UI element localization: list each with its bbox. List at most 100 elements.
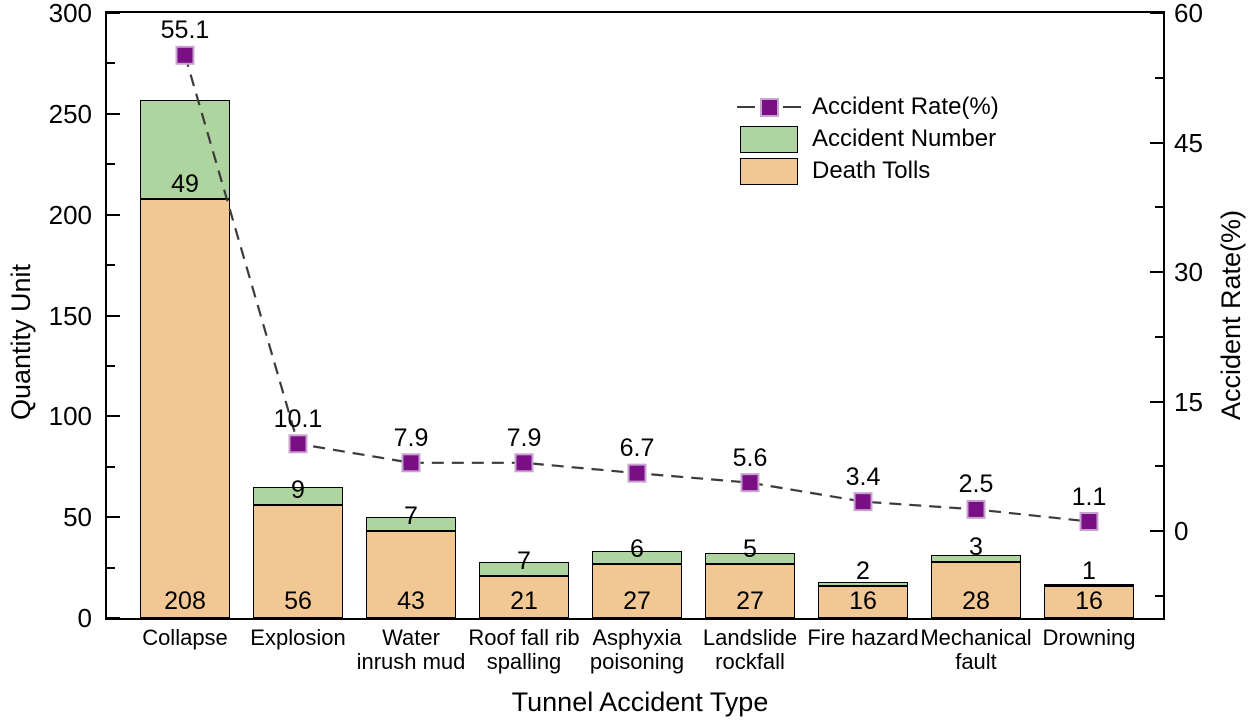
- left-minor-tick: [107, 465, 115, 468]
- right-major-tick: [1150, 271, 1163, 273]
- accident-number-swatch: [740, 125, 798, 153]
- right-minor-tick: [1155, 206, 1163, 209]
- accident-number-value: 6: [630, 534, 644, 563]
- green-patch-icon: [737, 125, 801, 153]
- left-tick-label: 100: [48, 401, 92, 432]
- x-category-label: Collapse: [142, 625, 228, 650]
- right-major-tick: [1150, 400, 1163, 403]
- accident-number-value: 2: [856, 556, 870, 585]
- left-major-tick: [107, 213, 120, 216]
- left-minor-tick: [107, 364, 115, 367]
- accident-rate-value: 5.6: [732, 443, 768, 472]
- accident-number-value: 3: [969, 532, 983, 561]
- x-axis-title: Tunnel Accident Type: [511, 687, 769, 717]
- legend: Accident Rate(%) Accident Number Death T…: [737, 91, 999, 187]
- bar-death-tolls: [366, 531, 456, 618]
- accident-number-value: 49: [171, 169, 199, 198]
- death-tolls-value: 208: [164, 587, 206, 615]
- bar-death-tolls: [931, 561, 1021, 618]
- left-tick-label: 200: [48, 199, 92, 230]
- bar-accident-number: [1044, 583, 1134, 586]
- accident-number-value: 1: [1082, 556, 1096, 585]
- plot-border: [105, 11, 1165, 620]
- right-minor-tick: [1155, 335, 1163, 338]
- bar-accident-number: [479, 561, 569, 576]
- death-tolls-value: 27: [623, 587, 651, 615]
- left-axis-title: Quantity Unit: [6, 263, 36, 421]
- right-tick-label: 30: [1174, 257, 1203, 287]
- legend-label-accident-number: Accident Number: [812, 125, 997, 152]
- x-category-label: Drowning: [1042, 625, 1136, 650]
- legend-item-accident-number: Accident Number: [737, 123, 999, 155]
- accident-number-value: 9: [291, 476, 305, 505]
- death-tolls-value: 28: [962, 587, 990, 615]
- bar-accident-number: [705, 553, 795, 564]
- accident-number-value: 7: [517, 546, 531, 575]
- x-category-label: Mechanical fault: [920, 625, 1032, 674]
- bar-death-tolls: [818, 585, 908, 618]
- x-category-label: Fire hazard: [807, 625, 919, 650]
- square-marker-icon: [759, 97, 779, 117]
- bar-accident-number: [931, 555, 1021, 562]
- right-tick-label: 15: [1174, 386, 1203, 417]
- left-major-tick: [107, 617, 120, 619]
- bar-death-tolls: [253, 505, 343, 618]
- bar-death-tolls: [705, 563, 795, 618]
- left-major-tick: [107, 415, 120, 418]
- death-tolls-value: 27: [736, 587, 764, 615]
- legend-item-accident-rate: Accident Rate(%): [737, 91, 999, 123]
- right-minor-tick: [1155, 594, 1163, 597]
- death-tolls-value: 56: [284, 587, 312, 615]
- left-minor-tick: [107, 62, 115, 65]
- accident-rate-value: 10.1: [273, 404, 323, 433]
- left-minor-tick: [107, 566, 115, 569]
- right-tick-label: 60: [1174, 0, 1203, 28]
- left-tick-label: 50: [63, 502, 92, 533]
- legend-dash-left: [737, 105, 755, 109]
- bar-accident-number: [592, 551, 682, 564]
- left-major-tick: [107, 112, 120, 115]
- left-major-tick: [107, 12, 120, 14]
- dashed-line-marker-icon: [737, 93, 801, 121]
- right-major-tick: [1150, 12, 1163, 14]
- x-category-label: Explosion: [250, 625, 346, 650]
- accident-number-value: 5: [743, 534, 757, 563]
- right-axis-title: Accident Rate(%): [1216, 209, 1246, 421]
- left-major-tick: [107, 516, 120, 519]
- legend-label-accident-rate: Accident Rate(%): [812, 93, 999, 120]
- accident-rate-value: 6.7: [619, 434, 655, 463]
- left-tick-label: 250: [48, 98, 92, 129]
- death-tolls-value: 43: [397, 587, 425, 615]
- death-tolls-value: 16: [1075, 587, 1103, 615]
- right-minor-tick: [1155, 76, 1163, 79]
- bar-death-tolls: [592, 563, 682, 618]
- death-tolls-value: 21: [510, 587, 538, 615]
- accident-rate-value: 7.9: [393, 423, 429, 452]
- legend-item-death-tolls: Death Tolls: [737, 155, 999, 187]
- accident-rate-value: 1.1: [1071, 482, 1107, 511]
- left-minor-tick: [107, 264, 115, 267]
- left-minor-tick: [107, 163, 115, 166]
- orange-patch-icon: [737, 157, 801, 185]
- x-category-label: Roof fall rib spalling: [468, 625, 580, 674]
- bar-death-tolls: [1044, 585, 1134, 618]
- accident-number-value: 7: [404, 502, 418, 531]
- left-tick-label: 150: [48, 300, 92, 331]
- x-category-label: Landslide rockfall: [702, 625, 798, 674]
- accident-rate-value: 3.4: [845, 462, 881, 491]
- right-tick-label: 0: [1174, 516, 1189, 546]
- right-tick-label: 45: [1174, 127, 1203, 158]
- left-tick-label: 300: [48, 0, 92, 28]
- legend-label-death-tolls: Death Tolls: [812, 157, 931, 184]
- x-category-label: Asphyxia poisoning: [589, 625, 685, 674]
- accident-rate-value: 2.5: [958, 470, 994, 499]
- right-major-tick: [1150, 141, 1163, 144]
- right-major-tick: [1150, 530, 1163, 532]
- death-tolls-swatch: [740, 157, 798, 185]
- left-major-tick: [107, 314, 120, 317]
- bar-accident-number: [818, 581, 908, 586]
- left-tick-label: 0: [77, 603, 92, 633]
- accident-rate-value: 7.9: [506, 423, 542, 452]
- x-category-label: Water inrush mud: [356, 625, 466, 674]
